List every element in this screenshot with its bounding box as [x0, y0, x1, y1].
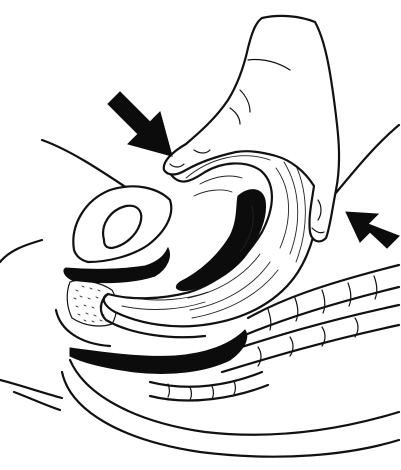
bladder — [64, 186, 171, 282]
lower-contour — [62, 360, 399, 457]
right-arrow — [346, 212, 399, 248]
left-arrow — [108, 92, 172, 156]
